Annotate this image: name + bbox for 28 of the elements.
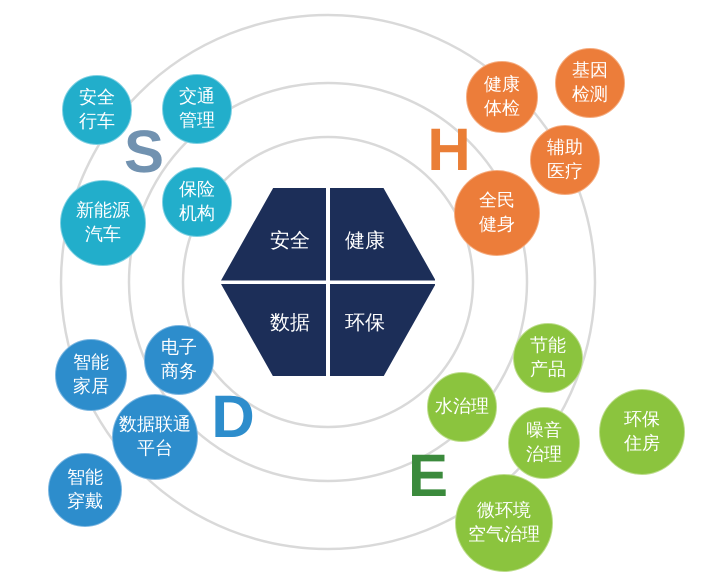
bubble-label: 数据联通平台	[118, 412, 192, 461]
bubble-label: 噪音治理	[525, 418, 563, 467]
bubble-label: 全民健身	[478, 188, 516, 237]
segment-label: 环保	[345, 310, 385, 334]
segment-label: 健康	[345, 228, 385, 252]
topic-bubble	[162, 167, 232, 237]
bubble-label: 节能产品	[529, 334, 567, 382]
segment-label: 安全	[270, 228, 310, 252]
bubble-label: 辅助医疗	[546, 136, 584, 184]
bubble-label: 微环境空气治理	[467, 498, 541, 547]
bubble-label: 环保住房	[623, 408, 661, 456]
bubble-label: 新能源汽车	[75, 198, 131, 247]
category-letter: D	[211, 387, 255, 447]
topic-bubble	[427, 372, 497, 442]
bubble-label: 水治理	[434, 394, 490, 419]
topic-bubble	[530, 125, 600, 195]
bubble-label: 保险机构	[178, 178, 216, 226]
bubble-label: 基因检测	[571, 58, 609, 107]
bubble-label: 安全行车	[78, 86, 116, 134]
bubble-label: 电子商务	[160, 336, 198, 384]
bubble-label: 交通管理	[178, 84, 216, 133]
segment-label: 数据	[270, 310, 310, 334]
category-letter: S	[124, 122, 164, 182]
bubble-label: 智能家居	[72, 350, 110, 399]
category-letter: H	[427, 120, 471, 180]
category-letter: E	[408, 446, 448, 506]
bubble-label: 健康体检	[483, 72, 521, 121]
bubble-label: 智能穿戴	[66, 466, 104, 514]
